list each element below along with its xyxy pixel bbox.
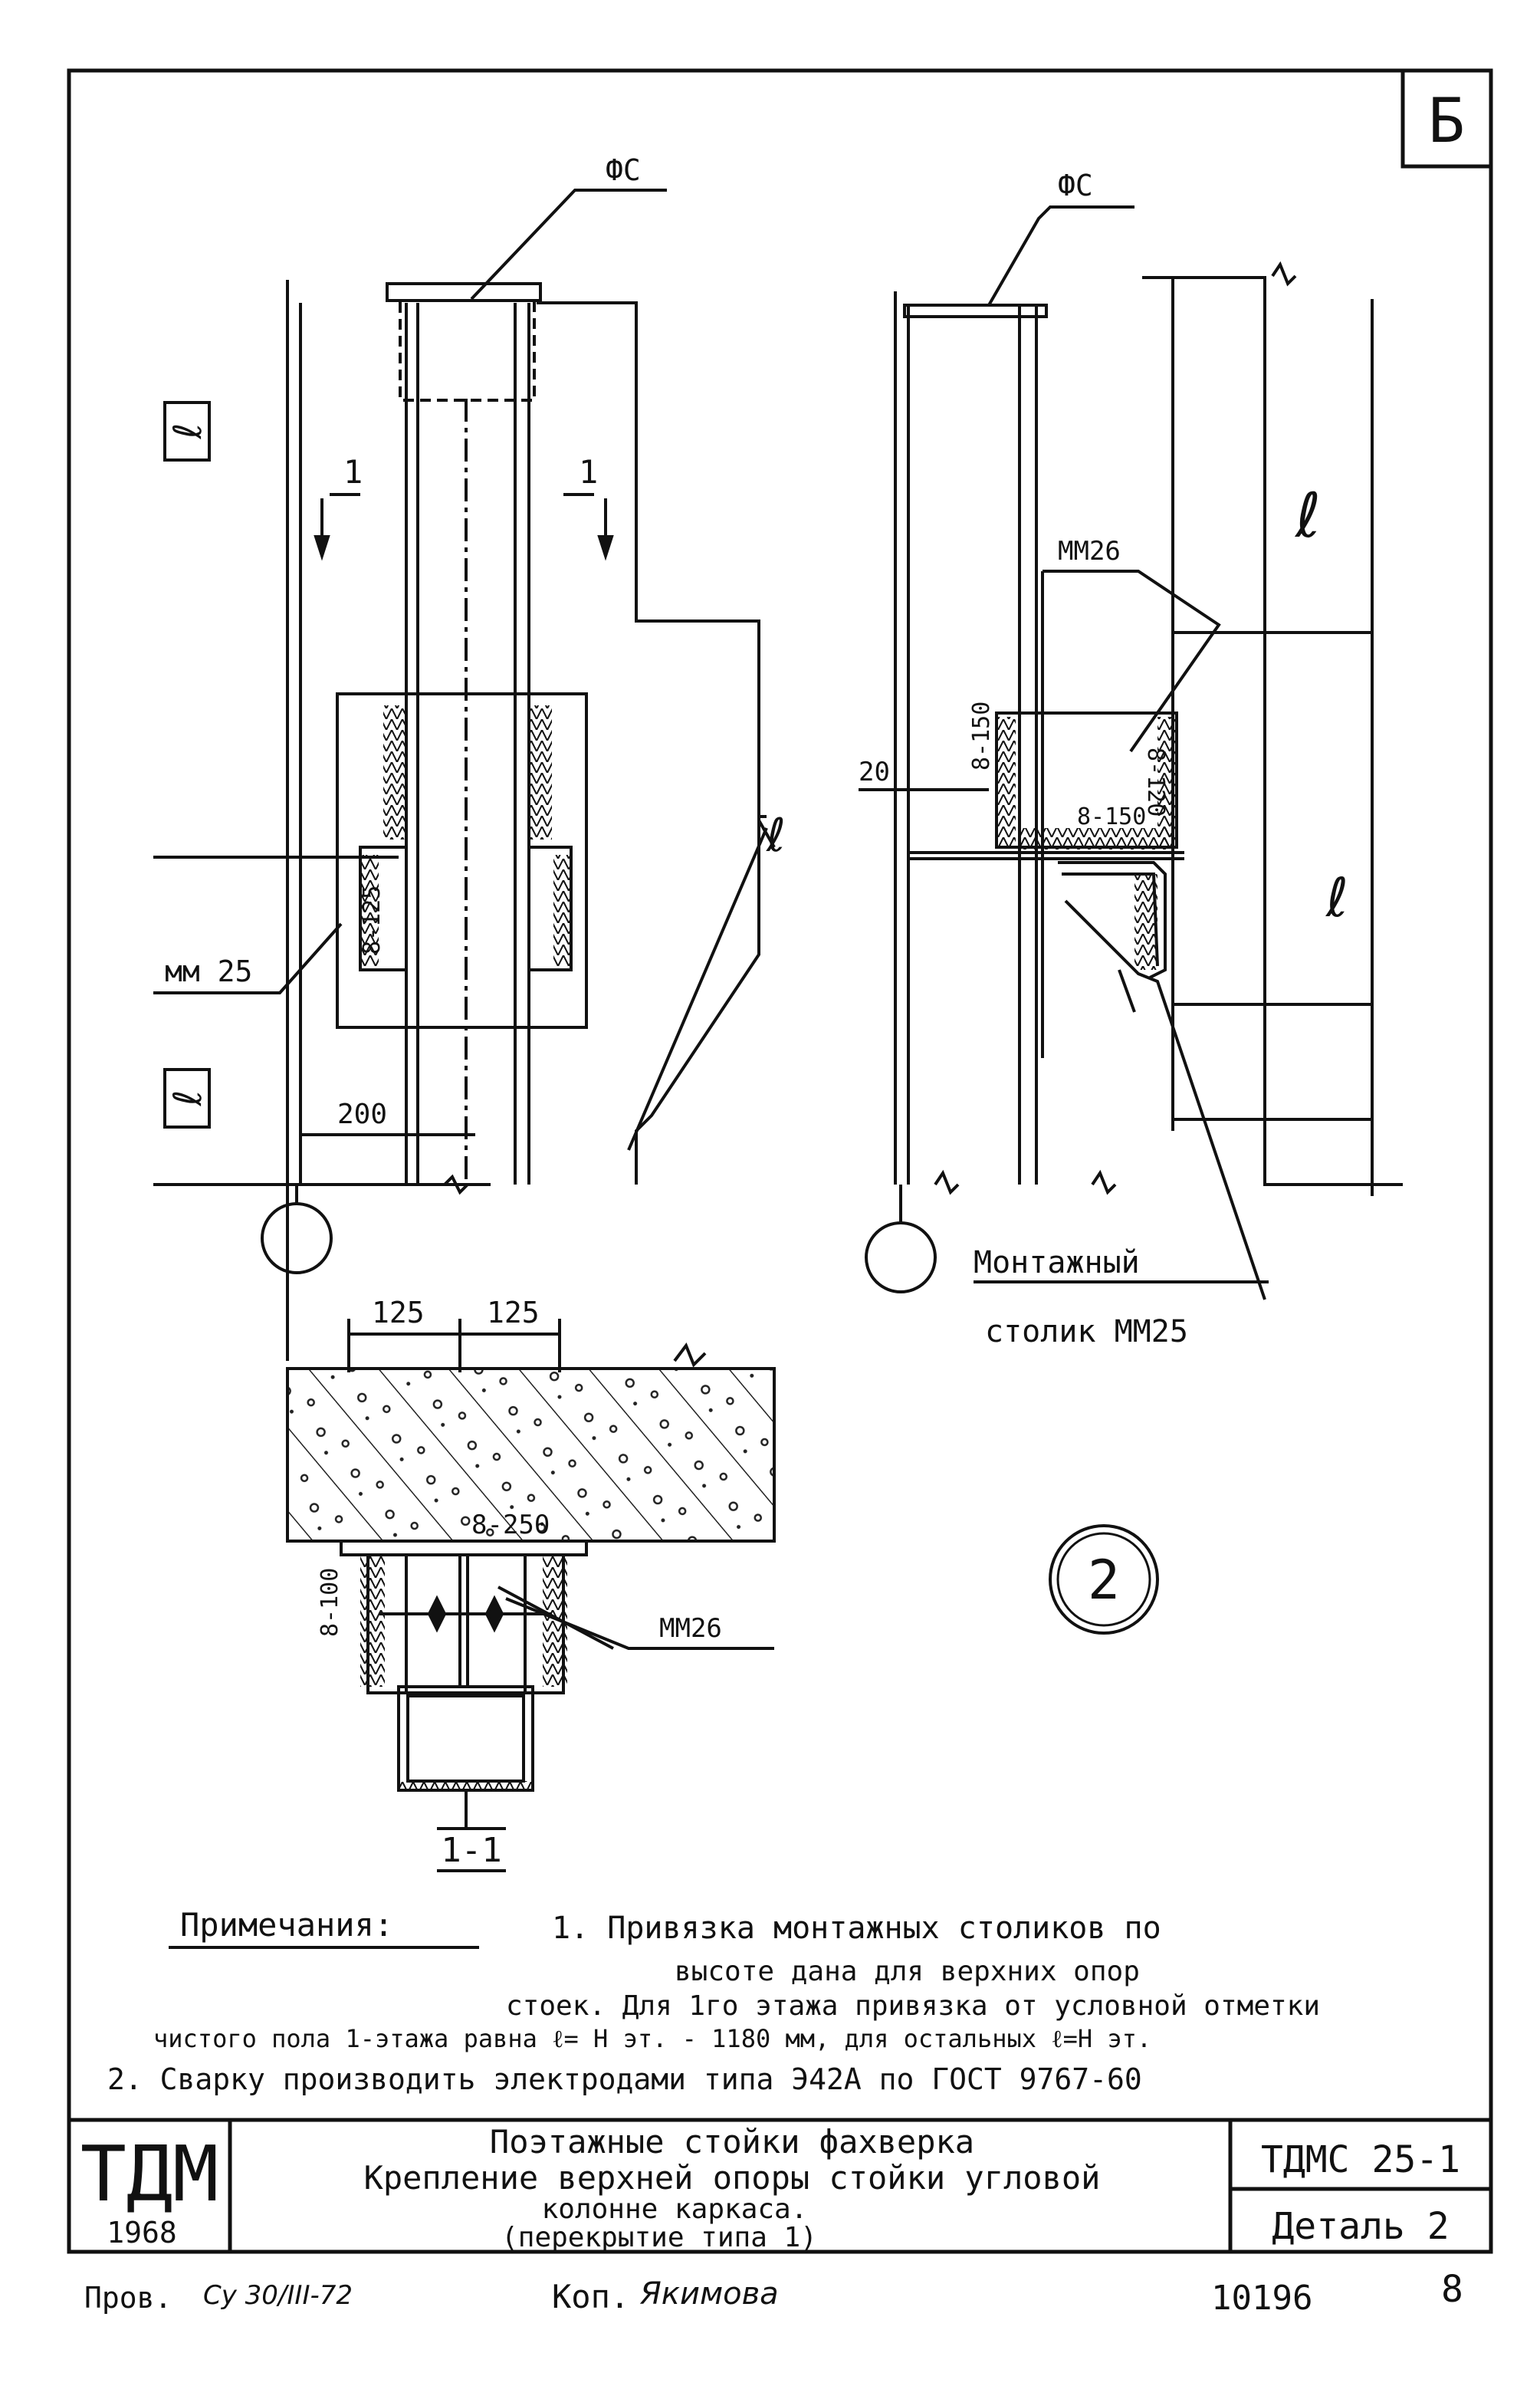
footer-inv-number: 10196 <box>1211 2279 1312 2318</box>
footer-checked-sign: Су 30/III-72 <box>203 2280 353 2311</box>
title-org: ТДМ <box>80 2129 219 2219</box>
left-elevation-view <box>153 189 776 1361</box>
label-mm26-section: ММ26 <box>659 1613 722 1644</box>
dim-label-bottom: ℓ <box>166 1090 210 1107</box>
label-column-mount-1: Монтажный <box>974 1245 1140 1280</box>
title-line-1: Поэтажные стойки фахверка <box>490 2123 974 2161</box>
footer-copy-sign: Якимова <box>639 2276 779 2312</box>
detail-number: 2 <box>1088 1549 1120 1612</box>
section-caption: 1-1 <box>441 1831 501 1870</box>
right-elevation-view <box>859 205 1403 1300</box>
label-column-mount-2: столик ММ25 <box>985 1314 1188 1349</box>
dim-label-top: ℓ <box>166 423 210 440</box>
detail-number-circle-inner <box>1056 1532 1151 1627</box>
footer-sheet-number: 8 <box>1441 2268 1463 2311</box>
break-mark-z: ℓ <box>766 809 786 863</box>
notes-header: Примечания: <box>180 1906 393 1944</box>
section-1-1 <box>286 1319 776 1872</box>
label-dim-125-a: 125 <box>372 1296 425 1329</box>
sheet-letter-box <box>1400 68 1493 169</box>
section-mark-right: 1 <box>579 453 598 491</box>
label-mm25: мм 25 <box>165 955 252 988</box>
label-weld-8-125: 8-125 <box>359 886 386 955</box>
label-dim-125-b: 125 <box>487 1296 540 1329</box>
title-year: 1968 <box>107 2216 177 2249</box>
label-fc-left: ФС <box>606 153 641 187</box>
title-line-3: колонне каркаса. <box>542 2194 808 2225</box>
footer-checked-label: Пров. <box>84 2281 172 2315</box>
label-dim-200: 200 <box>337 1099 387 1130</box>
notes-line-4: чистого пола 1-этажа равна ℓ= Н эт. - 11… <box>153 2024 1151 2053</box>
notes-line-2: высоте дана для верхних опор <box>675 1956 1140 1987</box>
sheet-letter: Б <box>1428 85 1465 156</box>
footer-copy-label: Коп. <box>552 2278 629 2315</box>
label-weld-8-100: 8-100 <box>317 1568 343 1637</box>
break-mark-l1: ℓ <box>1294 480 1321 551</box>
detail-number-circle <box>1049 1524 1159 1635</box>
title-detail: Деталь 2 <box>1272 2205 1449 2248</box>
label-weld-8-150-b: 8-150 <box>1077 804 1146 830</box>
section-mark-left: 1 <box>343 453 363 491</box>
label-mm26-right: ММ26 <box>1058 536 1121 567</box>
label-weld-8-150-a: 8-150 <box>968 702 995 771</box>
dim-box-top <box>163 401 211 462</box>
title-code: ТДМС 25-1 <box>1261 2138 1460 2181</box>
sheet-frame <box>67 68 1493 2254</box>
label-fc-right: ФС <box>1058 169 1093 202</box>
title-line-4: (перекрытие типа 1) <box>501 2222 817 2253</box>
title-line-2: Крепление верхней опоры стойки угловой <box>364 2159 1101 2197</box>
label-weld-8-250: 8-250 <box>471 1510 550 1540</box>
notes-line-3: стоек. Для 1го этажа привязка от условно… <box>506 1990 1320 2022</box>
label-dim-20: 20 <box>859 757 890 787</box>
title-block <box>69 2118 1491 2252</box>
notes-line-1: 1. Привязка монтажных столиков по <box>552 1911 1161 1946</box>
label-weld-8-120: 8-120 <box>1142 748 1169 817</box>
break-mark-l2: ℓ <box>1325 866 1348 929</box>
dim-box-bottom <box>163 1068 211 1129</box>
notes-line-5: 2. Сварку производить электродами типа Э… <box>107 2062 1142 2096</box>
